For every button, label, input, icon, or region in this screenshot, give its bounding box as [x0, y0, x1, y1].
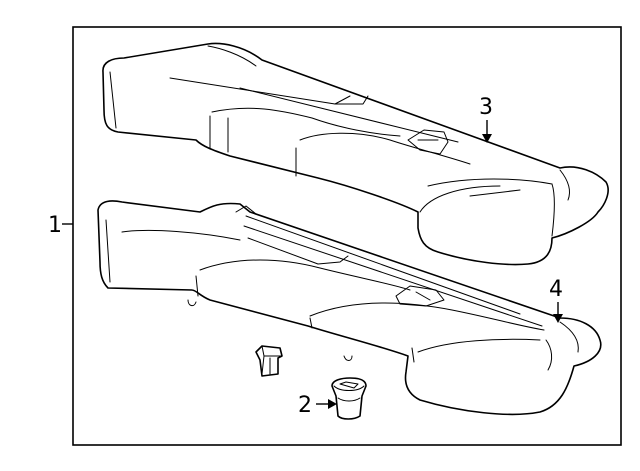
callout-3-label: 3 — [479, 95, 493, 120]
callout-4-label: 4 — [549, 277, 563, 302]
callout-2: 2 — [298, 393, 337, 418]
callout-2-arrow — [328, 399, 337, 409]
callout-1-label: 1 — [48, 213, 62, 238]
callout-3: 3 — [479, 95, 493, 143]
callout-4-arrow — [553, 314, 563, 323]
callout-3-arrow — [482, 134, 492, 143]
callout-2-label: 2 — [298, 393, 312, 418]
retainer-clip — [255, 345, 283, 377]
seat-back-cushion — [102, 42, 609, 266]
head-restraint-guide — [331, 377, 367, 420]
callout-4: 4 — [549, 277, 563, 323]
seat-cushion — [97, 200, 602, 416]
diagram-frame — [72, 26, 622, 446]
callout-1: 1 — [48, 213, 73, 238]
